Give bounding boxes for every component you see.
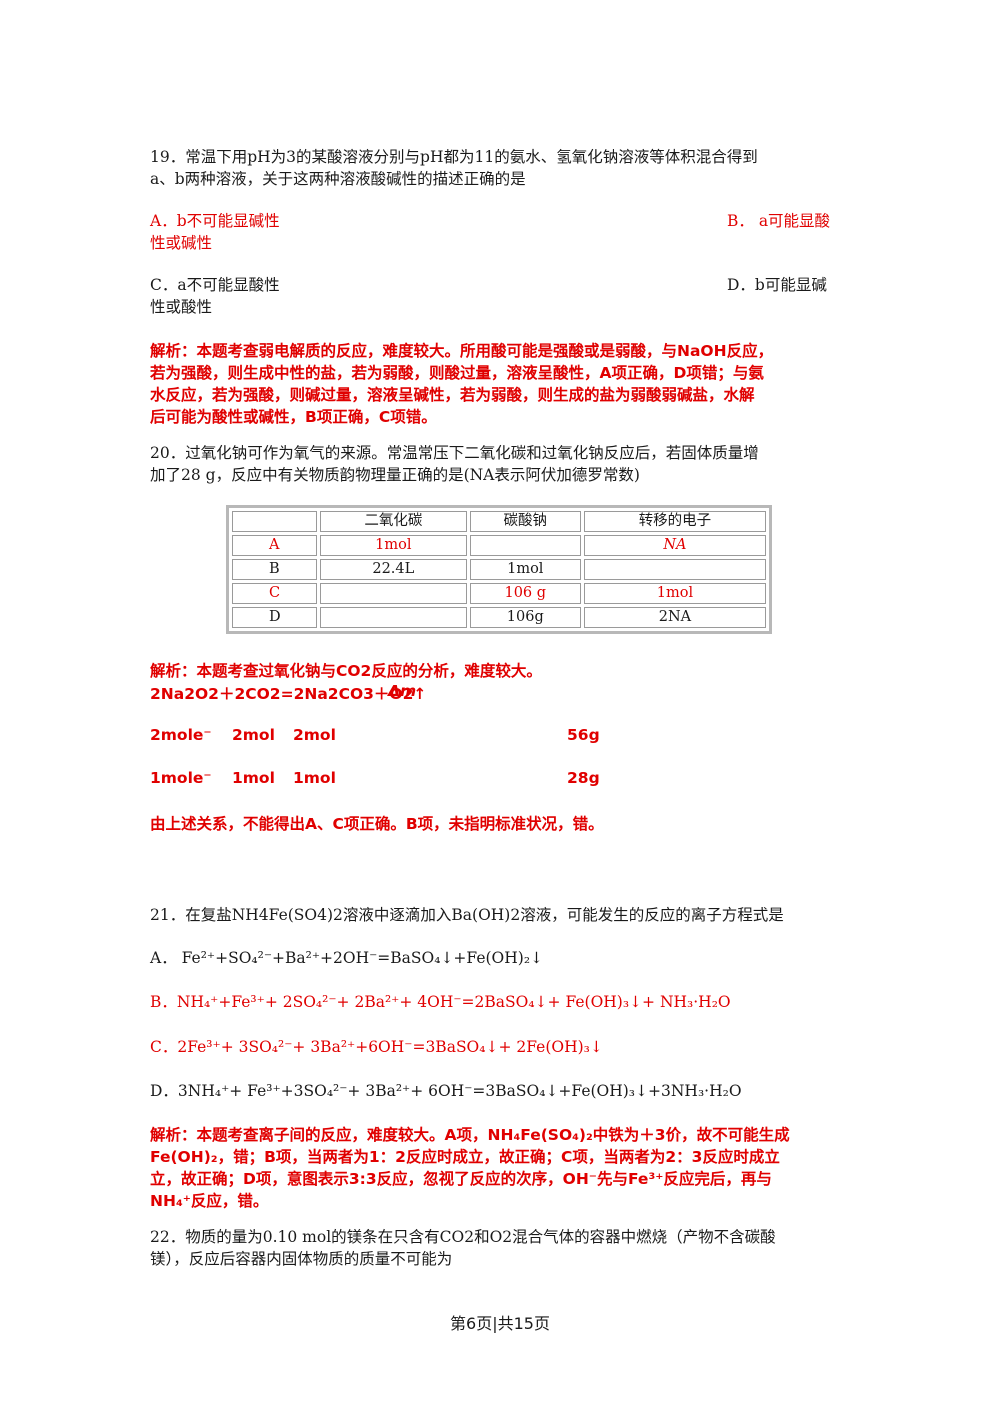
q19-analysis-line2: 若为强酸，则生成中性的盐，若为弱酸，则酸过量，溶液呈酸性，A项正确，D项错；与氨 [150, 364, 764, 382]
table-header-cell [232, 511, 317, 532]
q21-analysis-line1: 解析：本题考查离子间的反应，难度较大。A项，NH₄Fe(SO₄)₂中铁为＋3价，… [150, 1126, 790, 1144]
table-cell: C [232, 583, 317, 604]
table-header-cell: 碳酸钠 [469, 511, 581, 532]
q19-analysis-line1: 解析：本题考查弱电解质的反应，难度较大。所用酸可能是强酸或是弱酸，与NaOH反应… [150, 342, 774, 360]
q19-option-c: C．a不可能显酸性 性或酸性 [150, 274, 850, 318]
q21-option-a: A． Fe²⁺+SO₄²⁻+Ba²⁺+2OH⁻=BaSO₄↓+Fe(OH)₂↓ [150, 949, 544, 967]
table-cell: 1mol [320, 535, 467, 556]
table-header-cell: 二氧化碳 [320, 511, 467, 532]
table-cell [583, 559, 766, 580]
table-row: C 106 g 1mol [232, 583, 766, 604]
table-header-row: 二氧化碳 碳酸钠 转移的电子 [232, 511, 766, 532]
table-cell: 22.4L [320, 559, 467, 580]
q20-stem-line2: 加了28 g，反应中有关物质韵物理量正确的是(NA表示阿伏加德罗常数) [150, 466, 640, 484]
table-cell: 1mol [583, 583, 766, 604]
q21-analysis-line4: NH₄⁺反应，错。 [150, 1192, 269, 1210]
table-row: D 106g 2NA [232, 607, 766, 628]
q22-stem-line2: 镁），反应后容器内固体物质的质量不可能为 [150, 1250, 453, 1268]
q19-stem-line1: 19．常温下用pH为3的某酸溶液分别与pH都为11的氨水、氢氧化钠溶液等体积混合… [150, 148, 758, 166]
q21-analysis: 解析：本题考查离子间的反应，难度较大。A项，NH₄Fe(SO₄)₂中铁为＋3价，… [150, 1124, 860, 1212]
q19-analysis-line3: 水反应，若为强酸，则碱过量，溶液呈碱性，若为弱酸，则生成的盐为弱酸弱碱盐，水解 [150, 386, 755, 404]
q20-row2-col3: 1mol [293, 769, 336, 787]
q19-analysis: 解析：本题考查弱电解质的反应，难度较大。所用酸可能是强酸或是弱酸，与NaOH反应… [150, 340, 860, 428]
table-cell [320, 607, 467, 628]
table-row: B 22.4L 1mol [232, 559, 766, 580]
table-cell: 106 g [469, 583, 581, 604]
q19-option-a-line2: 性或碱性 [150, 234, 213, 252]
q21-option-b: B．NH₄⁺+Fe³⁺+ 2SO₄²⁻+ 2Ba²⁺+ 4OH⁻=2BaSO₄↓… [150, 993, 731, 1011]
q21-analysis-line3: 立，故正确；D项，意图表示3:3反应，忽视了反应的次序，OH⁻先与Fe³⁺反应完… [150, 1170, 772, 1188]
table-cell [469, 535, 581, 556]
q19-option-c-line1: C．a不可能显酸性 [150, 276, 280, 294]
q20-delta-m: Δm [388, 682, 417, 700]
q22-stem: 22．物质的量为0.10 mol的镁条在只含有CO2和O2混合气体的容器中燃烧（… [150, 1226, 860, 1270]
q20-row1-col2: 2mol [232, 726, 275, 744]
q20-row1-col4: 56g [567, 726, 600, 744]
q19-option-b: B． a可能显酸 [727, 212, 831, 230]
table-cell: 1mol [469, 559, 581, 580]
q21-option-d: D．3NH₄⁺+ Fe³⁺+3SO₄²⁻+ 3Ba²⁺+ 6OH⁻=3BaSO₄… [150, 1082, 742, 1100]
q20-row1-col1: 2mole⁻ [150, 726, 212, 744]
q20-row2-col4: 28g [567, 769, 600, 787]
table-cell: B [232, 559, 317, 580]
q20-row1-col3: 2mol [293, 726, 336, 744]
table-cell: 106g [469, 607, 581, 628]
q20-row2-col2: 1mol [232, 769, 275, 787]
q19-option-c-line2: 性或酸性 [150, 298, 213, 316]
q20-stem-line1: 20．过氧化钠可作为氧气的来源。常温常压下二氧化碳和过氧化钠反应后，若固体质量增 [150, 444, 759, 462]
q19-analysis-line4: 后可能为酸性或碱性，B项正确，C项错。 [150, 408, 437, 426]
table-cell: NA [583, 535, 766, 556]
q20-conclusion: 由上述关系，不能得出A、C项正确。B项，未指明标准状况，错。 [150, 815, 604, 833]
q20-stem: 20．过氧化钠可作为氧气的来源。常温常压下二氧化碳和过氧化钠反应后，若固体质量增… [150, 442, 850, 486]
q19-option-a-line1: A．b不可能显碱性 [150, 212, 280, 230]
q19-option-a: A．b不可能显碱性 性或碱性 [150, 210, 850, 254]
table-cell: D [232, 607, 317, 628]
table-row: A 1mol NA [232, 535, 766, 556]
page-footer: 第6页|共15页 [450, 1314, 550, 1333]
q21-stem: 21．在复盐NH4Fe(SO4)2溶液中逐滴加入Ba(OH)2溶液，可能发生的反… [150, 906, 784, 924]
q20-analysis-line1: 解析：本题考查过氧化钠与CO2反应的分析，难度较大。 [150, 662, 542, 680]
table-cell: A [232, 535, 317, 556]
q20-row2-col1: 1mole⁻ [150, 769, 212, 787]
q21-option-c: C．2Fe³⁺+ 3SO₄²⁻+ 3Ba²⁺+6OH⁻=3BaSO₄↓+ 2Fe… [150, 1038, 603, 1056]
q19-option-d: D．b可能显碱 [727, 276, 827, 294]
q22-stem-line1: 22．物质的量为0.10 mol的镁条在只含有CO2和O2混合气体的容器中燃烧（… [150, 1228, 776, 1246]
q21-analysis-line2: Fe(OH)₂，错；B项，当两者为1：2反应时成立，故正确；C项，当两者为2：3… [150, 1148, 780, 1166]
table-header-cell: 转移的电子 [583, 511, 766, 532]
q19-stem-line2: a、b两种溶液，关于这两种溶液酸碱性的描述正确的是 [150, 170, 526, 188]
q20-answer-table: 二氧化碳 碳酸钠 转移的电子 A 1mol NA B 22.4L 1mol C … [226, 505, 772, 634]
table-cell [320, 583, 467, 604]
q19-stem: 19．常温下用pH为3的某酸溶液分别与pH都为11的氨水、氢氧化钠溶液等体积混合… [150, 146, 850, 190]
table-cell: 2NA [583, 607, 766, 628]
q20-equation: 2Na2O2＋2CO2=2Na2CO3＋O2↑ [150, 685, 427, 703]
